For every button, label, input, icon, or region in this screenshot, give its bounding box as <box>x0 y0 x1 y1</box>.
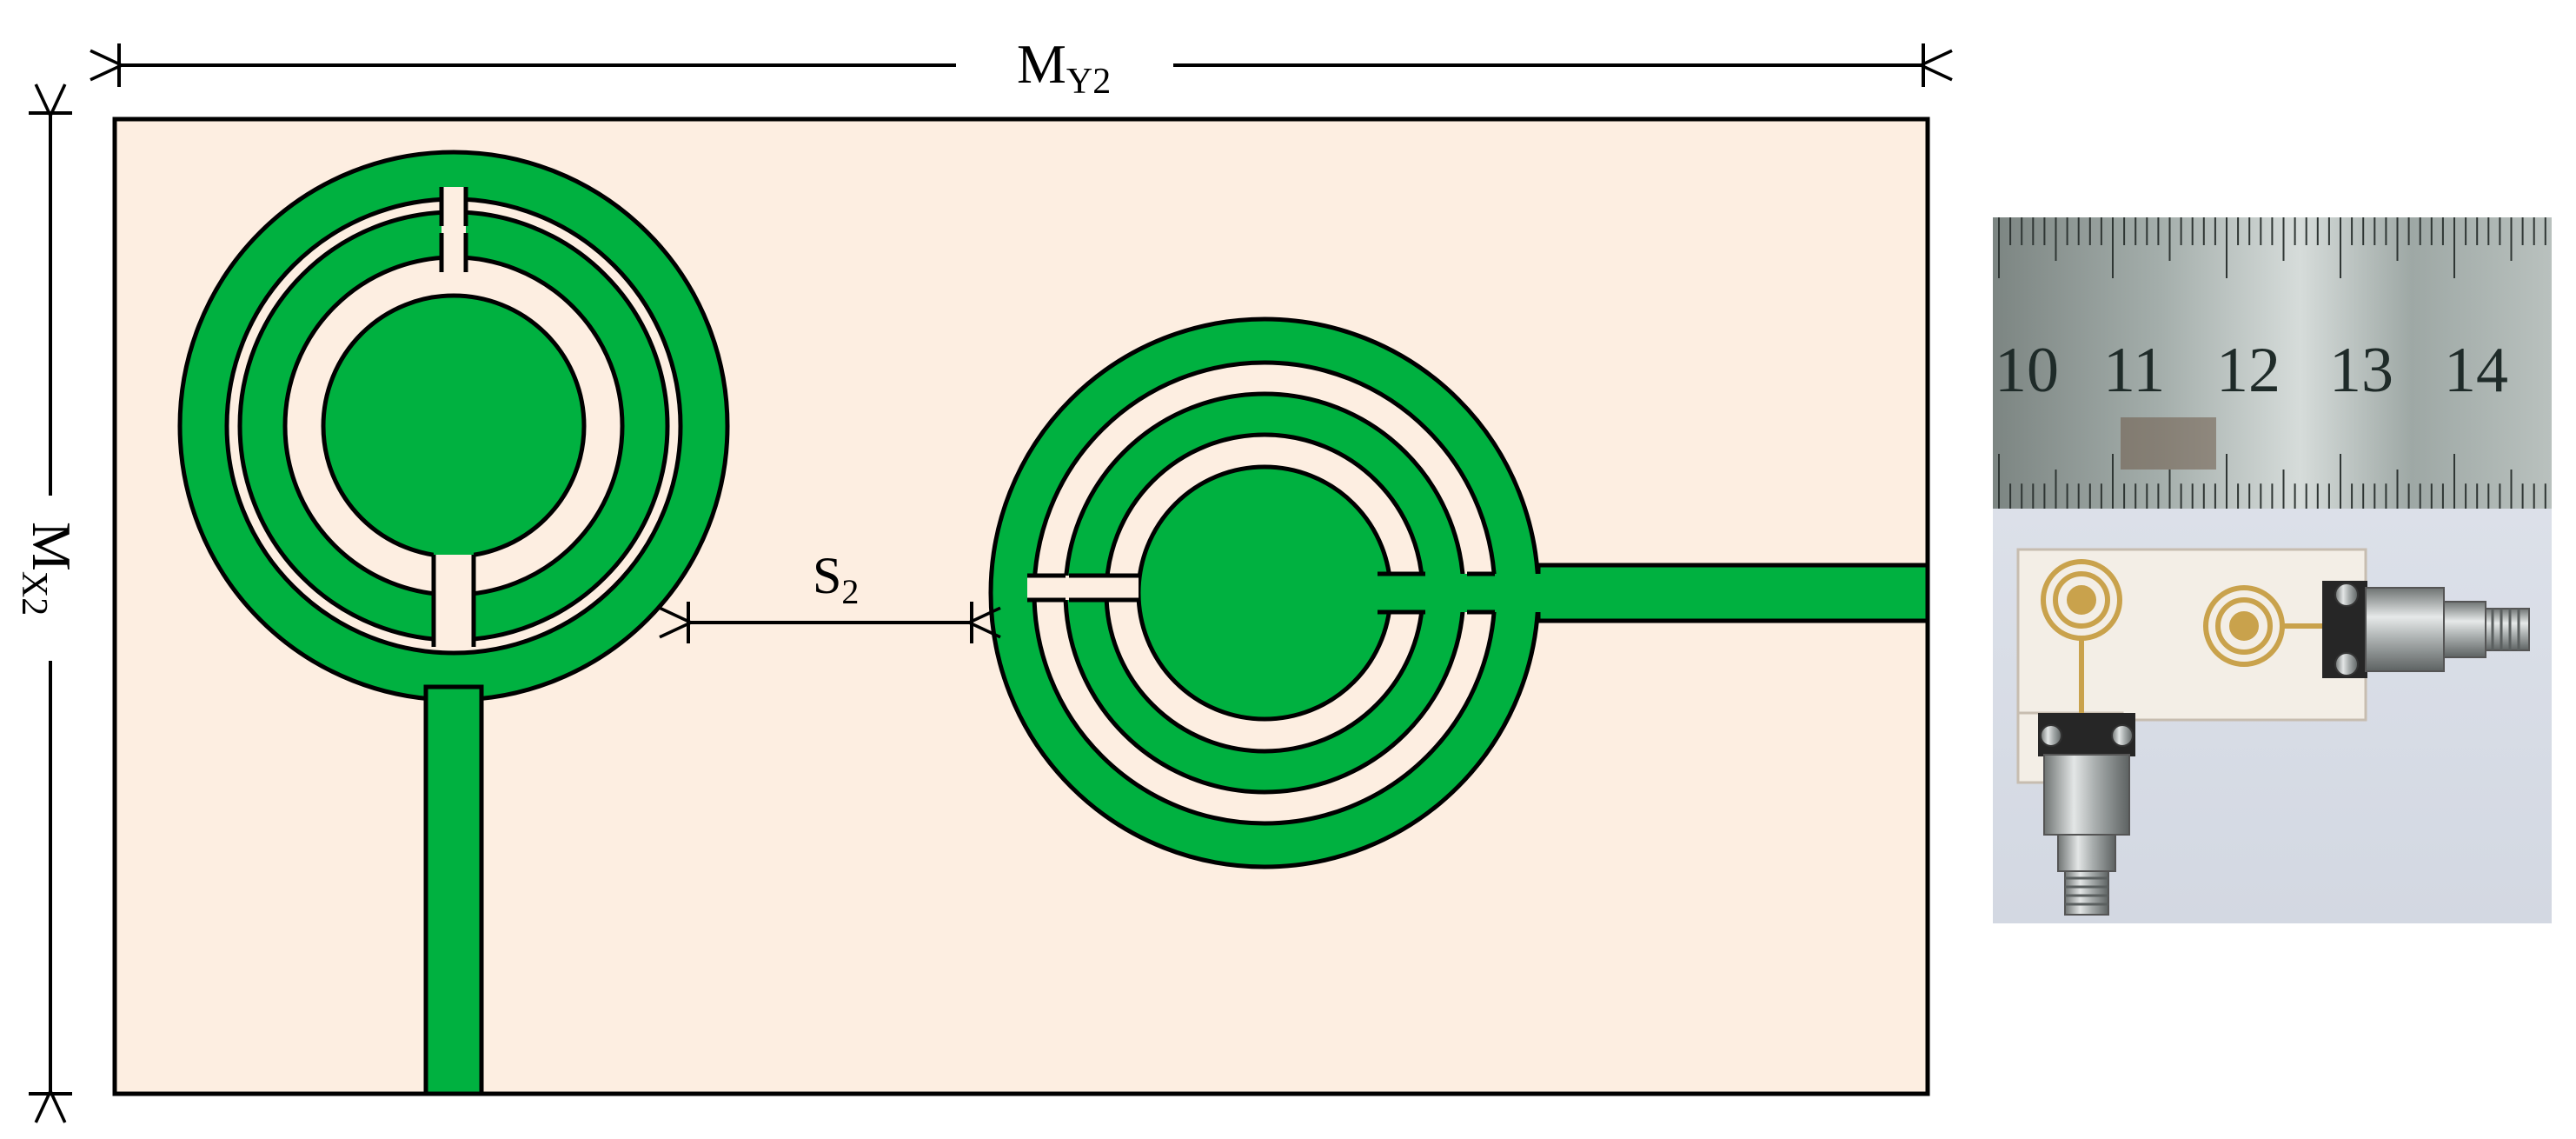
photo-right-resonator <box>2203 585 2338 667</box>
svg-text:MY2: MY2 <box>1017 33 1111 102</box>
photo-left-resonator <box>2041 559 2122 713</box>
left-feed-line <box>423 684 484 1096</box>
left-center-disc <box>321 293 587 559</box>
sma-connector-bottom <box>2038 713 2135 916</box>
right-slot-edges <box>1027 571 1495 615</box>
right-ring-slots <box>1027 576 1139 600</box>
pcb-board <box>2016 548 2367 784</box>
right-center-disc <box>1136 464 1393 722</box>
ruler-number-12: 12 <box>2216 335 2281 406</box>
ruler-numbers: 10 11 12 13 14 <box>1995 335 2508 406</box>
left-slot-edges <box>431 187 476 647</box>
ruler-ticks <box>1998 217 2546 509</box>
mx2-label-main: M <box>21 522 83 571</box>
ruler-number-14: 14 <box>2444 335 2508 406</box>
dimension-mx2: MX2 <box>14 113 83 1094</box>
left-ring-slots <box>434 187 474 648</box>
ruler-number-10: 10 <box>1995 335 2059 406</box>
sma-connector-right <box>2322 581 2530 678</box>
right-feed-stub <box>1378 574 1543 612</box>
left-feed-stub <box>434 539 474 555</box>
ruler: 10 11 12 13 14 <box>1993 217 2552 509</box>
left-middle-ring <box>237 210 670 643</box>
ruler-number-11: 11 <box>2103 335 2165 406</box>
my2-label-main: M <box>1017 33 1066 95</box>
dimension-my2: MY2 <box>119 33 1923 102</box>
right-feed-line <box>1536 563 1930 623</box>
my2-label-sub: Y2 <box>1066 62 1111 102</box>
dimension-s2: S2 <box>688 547 972 643</box>
s2-label-sub: 2 <box>841 572 859 611</box>
ruler-number-13: 13 <box>2329 335 2393 406</box>
left-outer-ring <box>177 150 730 703</box>
s2-label-main: S <box>813 547 841 604</box>
right-resonator <box>988 316 1930 869</box>
mx2-label-sub: X2 <box>14 571 54 616</box>
svg-text:MX2: MX2 <box>14 522 83 616</box>
svg-text:S2: S2 <box>813 547 859 611</box>
prototype-photo: 10 11 12 13 14 <box>1993 217 2552 923</box>
